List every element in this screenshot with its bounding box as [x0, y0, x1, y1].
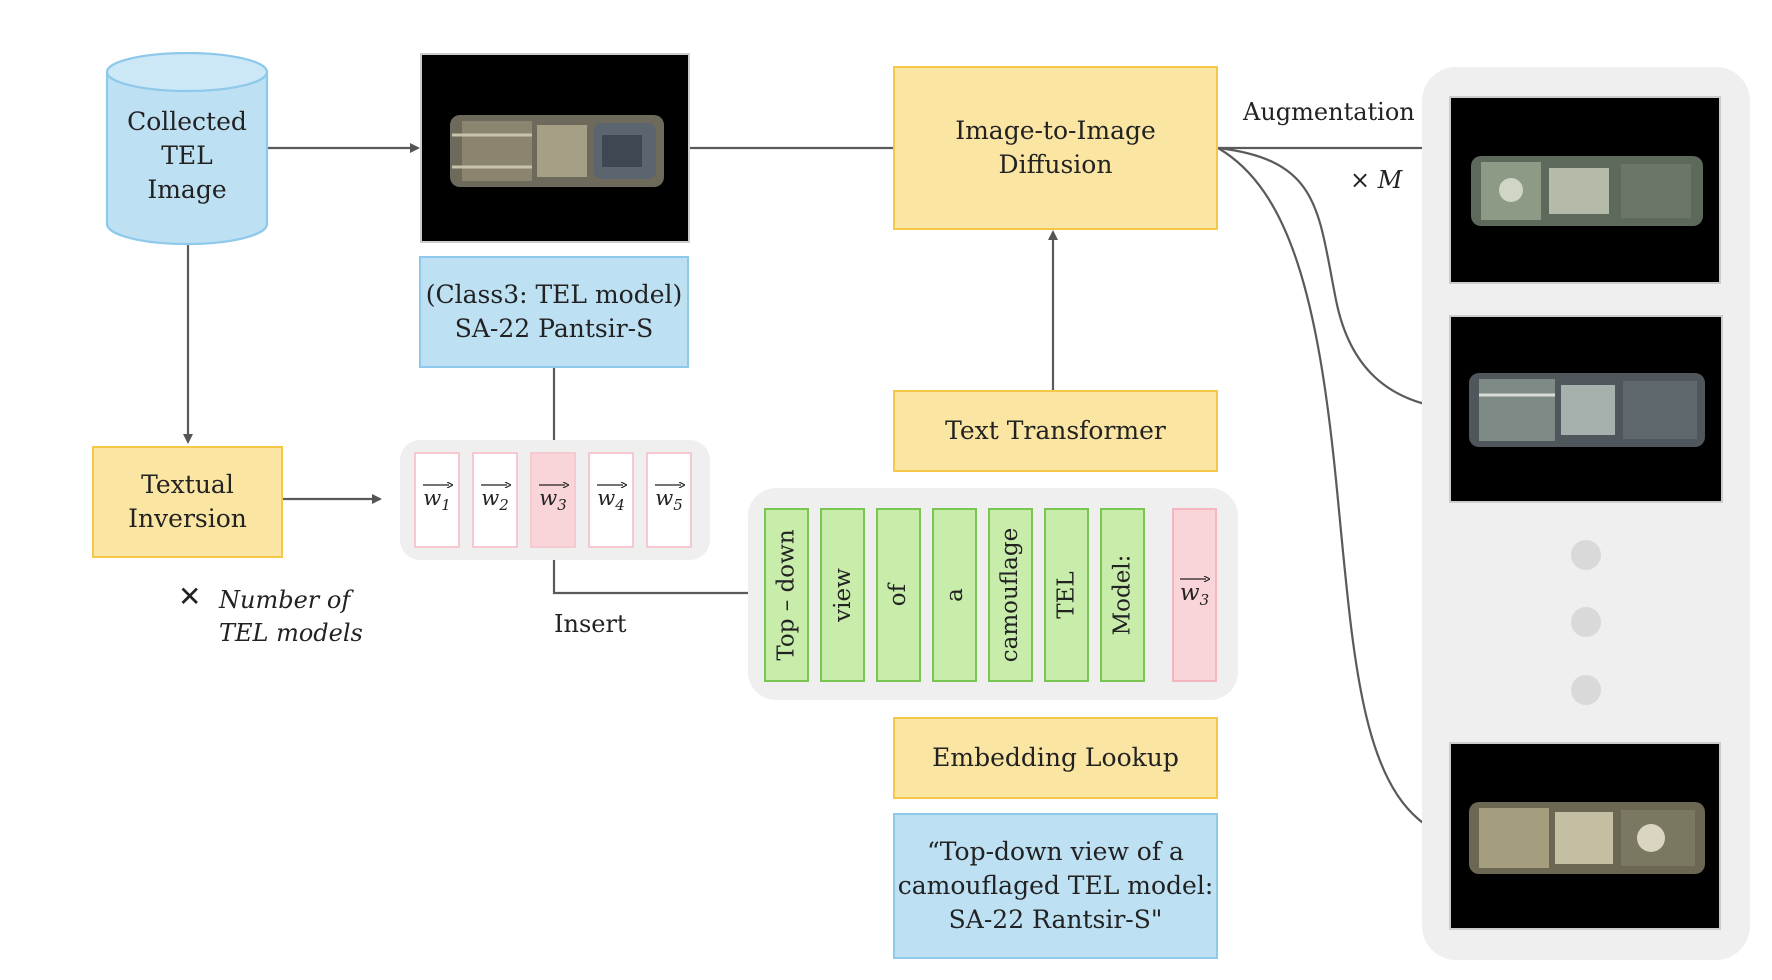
inversion-note-line1: Number of [219, 586, 351, 614]
token-view: view [820, 508, 865, 682]
text-transformer-box: Text Transformer [893, 390, 1218, 472]
embedding-lookup-box: Embedding Lookup [893, 717, 1218, 799]
class-label-box: (Class3: TEL model) SA-22 Pantsir-S [419, 256, 689, 368]
embedding-w4-sub: 4 [615, 496, 625, 515]
embedding-w1-sym: w [423, 485, 442, 510]
token-embedding-w3: w3 [1172, 508, 1217, 682]
token-of: of [876, 508, 921, 682]
embedding-w1: w1 [414, 452, 460, 548]
token-top-down-text: Top – down [773, 529, 800, 661]
embedding-w3-sub: 3 [557, 496, 567, 515]
embedding-w2-sub: 2 [499, 496, 509, 515]
token-embedding-sub: 3 [1199, 591, 1210, 610]
ellipsis-dot-3 [1571, 675, 1601, 705]
database-cylinder-icon [105, 52, 269, 246]
token-a: a [932, 508, 977, 682]
diffusion-box: Image-to-Image Diffusion [893, 66, 1218, 230]
inversion-note: Number of TEL models [219, 584, 363, 650]
vehicle-image-icon [1471, 156, 1703, 226]
token-tel: TEL [1044, 508, 1089, 682]
embedding-w1-sub: 1 [441, 496, 451, 515]
embedding-w4-sym: w [597, 485, 616, 510]
token-top-down: Top – down [764, 508, 809, 682]
database-label: Collected TEL Image [104, 105, 270, 207]
diffusion-line1: Image-to-Image [955, 116, 1156, 145]
embedding-w3: w3 [530, 452, 576, 548]
token-embedding-sym: w [1179, 580, 1200, 607]
augmented-image-1 [1449, 96, 1721, 284]
ellipsis-dot-2 [1571, 607, 1601, 637]
database-label-line1: Collected [127, 107, 247, 136]
augmentation-label: Augmentation [1243, 98, 1415, 126]
vehicle-image-icon [1469, 802, 1705, 874]
embedding-w3-sym: w [539, 485, 558, 510]
class-label-line2: SA-22 Pantsir-S [454, 314, 654, 343]
arrow-aug-3 [1217, 147, 1446, 837]
token-camouflage-text: camouflage [997, 527, 1024, 663]
augmentation-multiplier: × M [1350, 166, 1403, 194]
token-model-text: Model: [1109, 554, 1136, 636]
database-label-line2: TEL [161, 141, 213, 170]
class-label-line1: (Class3: TEL model) [425, 280, 683, 309]
database-label-line3: Image [147, 175, 227, 204]
textual-inversion-line1: Textual [141, 470, 234, 499]
embedding-w5: w5 [646, 452, 692, 548]
vehicle-image-icon [1469, 373, 1705, 447]
source-tel-image [420, 53, 690, 243]
token-a-text: a [941, 588, 968, 602]
embedding-w4: w4 [588, 452, 634, 548]
textual-inversion-box: Textual Inversion [92, 446, 283, 558]
prompt-line3: SA-22 Rantsir-S" [948, 905, 1163, 934]
augmented-image-2 [1449, 315, 1723, 503]
token-tel-text: TEL [1053, 571, 1080, 619]
insert-label: Insert [554, 610, 627, 638]
prompt-line1: “Top-down view of a [927, 837, 1184, 866]
prompt-box: “Top-down view of a camouflaged TEL mode… [893, 813, 1218, 959]
vehicle-image-icon [450, 115, 664, 187]
diffusion-line2: Diffusion [998, 150, 1113, 179]
arrow-aug-2 [1217, 146, 1446, 412]
embedding-w5-sym: w [655, 485, 674, 510]
line-w3-insert [552, 548, 764, 595]
inversion-note-line2: TEL models [219, 619, 363, 647]
textual-inversion-line2: Inversion [128, 504, 247, 533]
embedding-w2-sym: w [481, 485, 500, 510]
augmented-image-3 [1449, 742, 1721, 930]
token-of-text: of [885, 583, 912, 607]
token-view-text: view [829, 568, 856, 622]
embedding-w2: w2 [472, 452, 518, 548]
embedding-w5-sub: 5 [673, 496, 683, 515]
inversion-multiplier-icon: ✕ [178, 580, 202, 613]
token-model: Model: [1100, 508, 1145, 682]
ellipsis-dot-1 [1571, 540, 1601, 570]
prompt-line2: camouflaged TEL model: [897, 871, 1214, 900]
token-camouflage: camouflage [988, 508, 1033, 682]
